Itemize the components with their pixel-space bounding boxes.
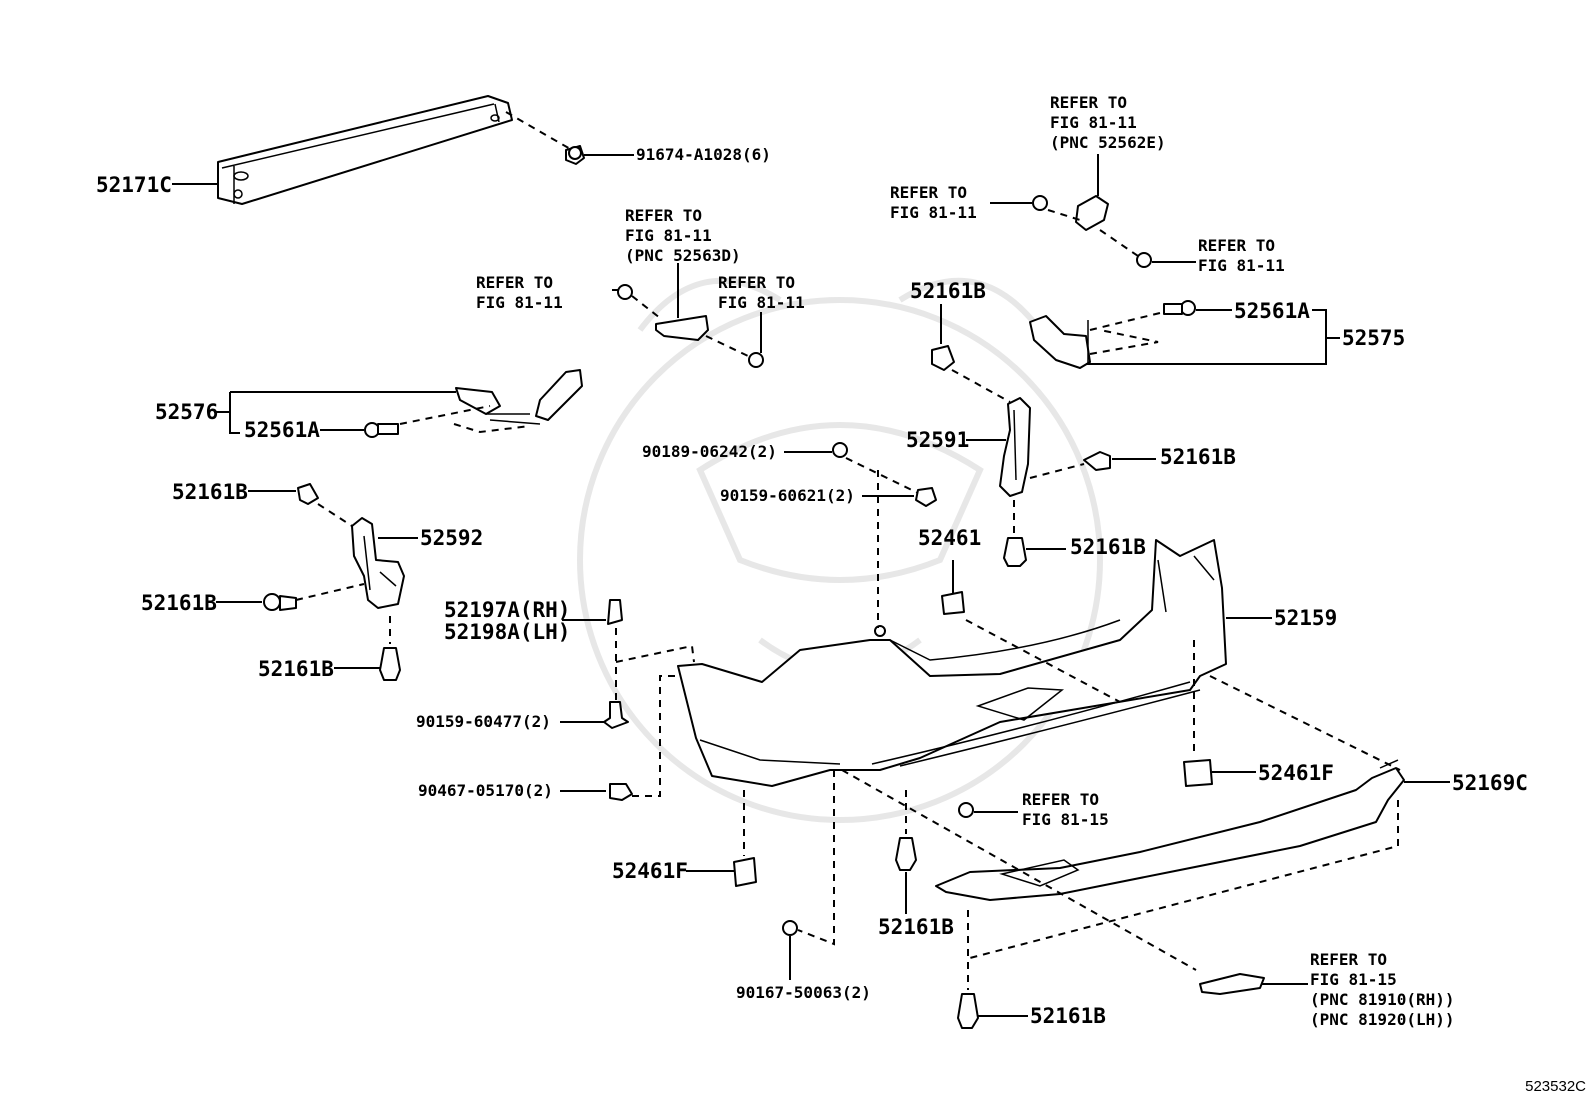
refer-note-reflector: REFER TO FIG 81-15 (PNC 81910(RH)) (PNC … xyxy=(1310,950,1455,1030)
diagram-id: 523532C xyxy=(1525,1078,1586,1095)
label-52561A-right: 52561A xyxy=(1234,299,1310,323)
refer-line: FIG 81-11 xyxy=(1050,113,1137,132)
label-52461F-right: 52461F xyxy=(1258,761,1334,785)
refer-line: (PNC 81920(LH)) xyxy=(1310,1010,1455,1029)
label-52576: 52576 xyxy=(155,400,219,424)
refer-note-left-bolt: REFER TO FIG 81-11 xyxy=(476,273,563,313)
refer-line: FIG 81-11 xyxy=(1198,256,1285,275)
clip-52161B-d xyxy=(895,837,917,871)
label-52169C: 52169C xyxy=(1452,771,1528,795)
refer-line: (PNC 52562E) xyxy=(1050,133,1166,152)
label-52561A-left: 52561A xyxy=(244,418,320,442)
refer-note-81-15-nut: REFER TO FIG 81-15 xyxy=(1022,790,1109,830)
label-52161B-c: 52161B xyxy=(258,657,334,681)
screw-90159-60477 xyxy=(603,701,629,729)
refer-line: FIG 81-15 xyxy=(1022,810,1109,829)
label-52161B-f: 52161B xyxy=(910,279,986,303)
pad-52461F-right xyxy=(1183,759,1213,787)
bracket-52591 xyxy=(999,397,1031,497)
label-52161B-e: 52161B xyxy=(1030,1004,1106,1028)
clip-52561A-right xyxy=(1163,300,1196,316)
reflector xyxy=(1199,973,1265,995)
label-52161B-a: 52161B xyxy=(172,480,248,504)
clip-52161B-b xyxy=(263,593,297,611)
refer-to-text: REFER TO xyxy=(1310,950,1388,969)
refer-to-text: REFER TO xyxy=(718,273,796,292)
bumper-cover-52159 xyxy=(677,539,1227,787)
hook-52197A xyxy=(607,599,623,625)
label-52591: 52591 xyxy=(906,428,970,452)
label-90467-05170: 90467-05170(2) xyxy=(418,781,553,800)
clip-52161B-c xyxy=(379,647,401,681)
pad-52461 xyxy=(941,591,965,615)
refer-line: (PNC 81910(RH)) xyxy=(1310,990,1455,1009)
label-90159-60477: 90159-60477(2) xyxy=(416,712,551,731)
label-52575: 52575 xyxy=(1342,326,1406,350)
label-91674-A1028: 91674-A1028(6) xyxy=(636,145,771,164)
clip-52161B-f xyxy=(931,345,955,371)
refer-note-right-nut: REFER TO FIG 81-11 xyxy=(718,273,805,313)
refer-line: (PNC 52563D) xyxy=(625,246,741,265)
refer-to-text: REFER TO xyxy=(1198,236,1276,255)
label-52461: 52461 xyxy=(918,526,982,550)
clip-52561A-left xyxy=(364,422,399,438)
pad-52461F-left xyxy=(733,857,757,887)
bracket-52592 xyxy=(351,517,405,609)
clip-52161B-a xyxy=(297,483,319,505)
refer-note-upper-nut: REFER TO FIG 81-11 xyxy=(1198,236,1285,276)
label-52161B-g: 52161B xyxy=(1160,445,1236,469)
label-52171C: 52171C xyxy=(96,173,172,197)
label-90189-06242: 90189-06242(2) xyxy=(642,442,777,461)
refer-line: FIG 81-11 xyxy=(625,226,712,245)
clip-52161B-e xyxy=(957,993,979,1029)
label-52161B-h: 52161B xyxy=(1070,535,1146,559)
label-90167-50063: 90167-50063(2) xyxy=(736,983,871,1002)
refer-note-52562E: REFER TO FIG 81-11 (PNC 52562E) xyxy=(1050,93,1166,153)
bolt-91674 xyxy=(565,145,585,165)
label-90159-60621: 90159-60621(2) xyxy=(720,486,855,505)
retainer-52575 xyxy=(1029,315,1091,369)
refer-to-text: REFER TO xyxy=(1022,790,1100,809)
label-52592: 52592 xyxy=(420,526,484,550)
refer-to-text: REFER TO xyxy=(625,206,703,225)
refer-line: FIG 81-15 xyxy=(1310,970,1397,989)
label-52197A-RH: 52197A(RH) xyxy=(444,598,571,622)
retainer-52576 xyxy=(455,369,583,425)
side-bracket-right xyxy=(1075,195,1109,231)
refer-line: FIG 81-11 xyxy=(476,293,563,312)
refer-line: FIG 81-11 xyxy=(890,203,977,222)
label-52161B-b: 52161B xyxy=(141,591,217,615)
nut-90159-60621 xyxy=(915,487,937,507)
nut-90167 xyxy=(782,920,798,936)
label-52461F-left: 52461F xyxy=(612,859,688,883)
label-52198A-LH: 52198A(LH) xyxy=(444,620,571,644)
clip-52161B-h xyxy=(1003,537,1027,567)
refer-note-upper-bolt: REFER TO FIG 81-11 xyxy=(890,183,977,223)
side-bracket-center xyxy=(655,315,709,341)
clip-52161B-g xyxy=(1083,451,1111,471)
refer-to-text: REFER TO xyxy=(890,183,968,202)
refer-note-52563D: REFER TO FIG 81-11 (PNC 52563D) xyxy=(625,206,741,266)
nut-90467 xyxy=(609,783,633,801)
refer-line: FIG 81-11 xyxy=(718,293,805,312)
refer-to-text: REFER TO xyxy=(1050,93,1128,112)
refer-to-text: REFER TO xyxy=(476,273,554,292)
label-52159: 52159 xyxy=(1274,606,1338,630)
label-52161B-d: 52161B xyxy=(878,915,954,939)
reinforcement-beam-52171C xyxy=(217,95,513,205)
